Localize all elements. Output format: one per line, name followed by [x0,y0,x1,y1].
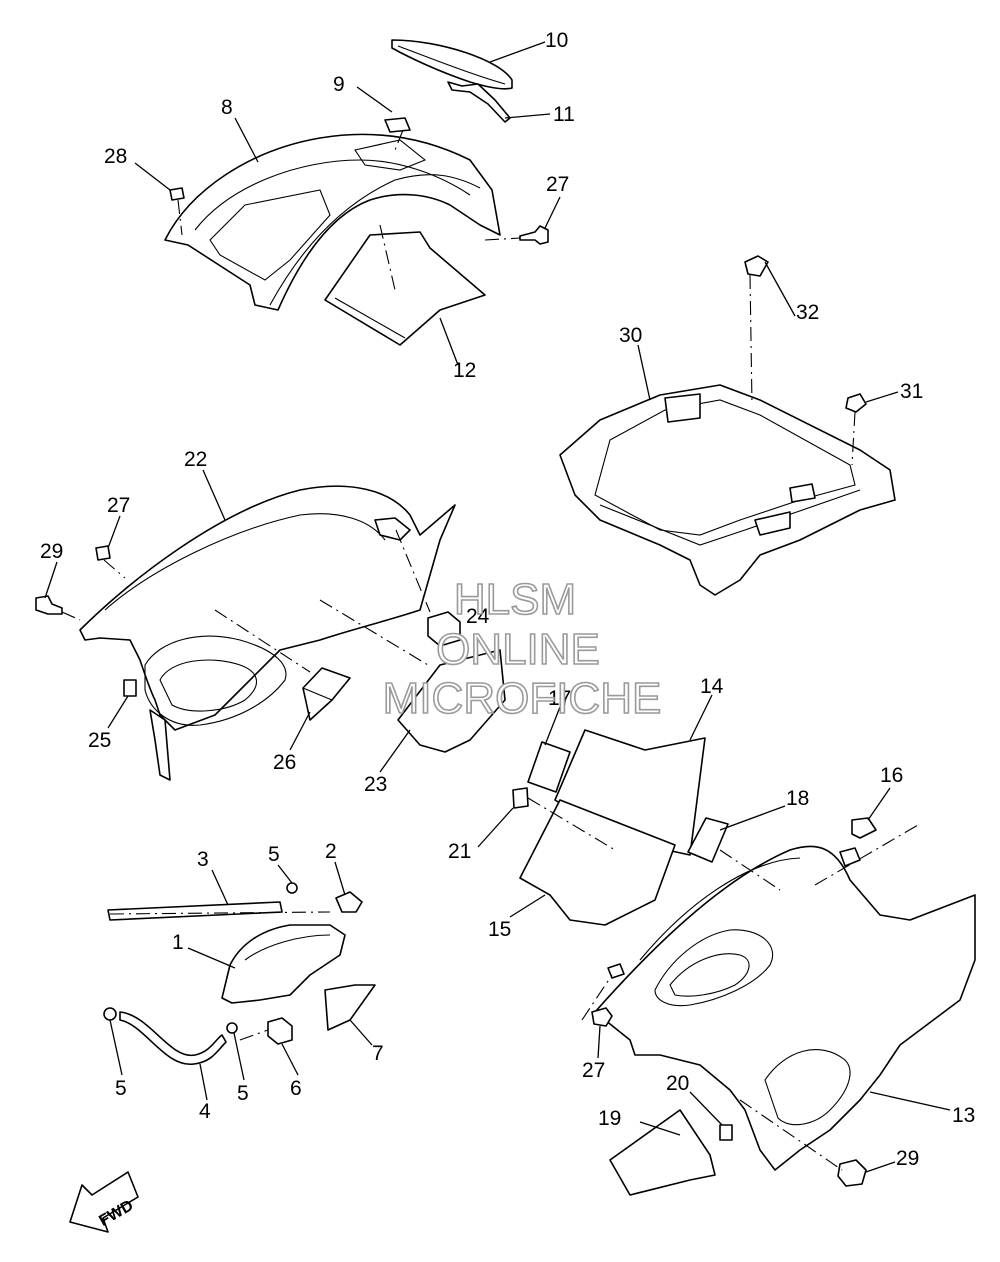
part-27-screw-lower [591,1007,613,1027]
part-8-rear-fender [164,117,501,311]
callout-27b: 27 [107,494,130,517]
part-6-bolt [267,1017,293,1045]
part-18-pad [687,817,729,863]
part-20-clip [719,1124,733,1141]
part-30-carrier-frame [559,255,896,596]
callout-27: 27 [546,173,569,196]
callout-29: 29 [40,540,63,563]
part-25-clip [123,679,137,697]
part-1-tank [221,924,346,1004]
fwd-arrow-icon: FWD [69,1171,139,1233]
part-3-rod [107,901,283,921]
part-2-cap [335,891,363,913]
callout-12: 12 [453,359,476,382]
assembly-guide-lines [61,129,919,1171]
callout-7: 7 [372,1042,384,1065]
callout-8: 8 [221,96,233,119]
watermark: HLSM ONLINE MICROFICHE [382,574,662,724]
callout-27c: 27 [582,1059,605,1082]
part-10-cover [391,39,513,123]
part-29-bolt-lower [837,1159,867,1187]
callout-25: 25 [88,729,111,752]
callout-28: 28 [104,145,127,168]
callout-9: 9 [333,73,345,96]
part-23-flap [397,649,506,753]
part-16-block [851,817,877,839]
callout-4: 4 [199,1100,211,1123]
callout-5a: 5 [268,843,280,866]
callout-31: 31 [900,380,923,403]
part-17-pad [527,741,571,793]
part-22-left-fender [35,485,456,781]
callout-labels: 10 11 9 8 28 27 12 32 30 31 22 27 29 24 … [40,29,975,1170]
callout-14: 14 [700,675,724,698]
callout-16: 16 [880,764,903,787]
part-5-clamps [103,882,298,1034]
callout-24: 24 [466,605,490,628]
callout-1: 1 [172,931,184,954]
callout-13: 13 [952,1104,975,1127]
part-27-screw-top [519,225,549,245]
callout-21: 21 [448,840,471,863]
callout-29b: 29 [896,1147,919,1170]
callout-20: 20 [666,1072,689,1095]
callout-18: 18 [786,787,809,810]
callout-3: 3 [197,848,209,871]
callout-15: 15 [488,918,511,941]
callout-22: 22 [184,448,207,471]
leader-lines [44,41,951,1173]
part-21-block [512,787,529,809]
part-19-flap [609,1109,716,1196]
watermark-line-1: HLSM [454,575,576,624]
watermark-line-3: MICROFICHE [383,674,662,723]
callout-30: 30 [619,324,642,347]
callout-32: 32 [796,301,819,324]
part-7-bracket [324,984,376,1031]
callout-5b: 5 [115,1077,127,1100]
callout-11: 11 [553,103,575,126]
part-12-pad [324,231,486,346]
watermark-line-2: ONLINE [436,625,600,674]
callout-6: 6 [290,1077,302,1100]
callout-19: 19 [598,1107,621,1130]
part-15-panel [519,799,676,926]
callout-23: 23 [364,773,387,796]
callout-10: 10 [545,29,568,52]
callout-26: 26 [273,751,296,774]
part-13-right-fender [594,845,976,1171]
callout-2: 2 [325,840,337,863]
part-24-block [427,611,461,647]
part-4-hose [119,1011,227,1065]
callout-17: 17 [548,687,571,710]
callout-5c: 5 [237,1082,249,1105]
